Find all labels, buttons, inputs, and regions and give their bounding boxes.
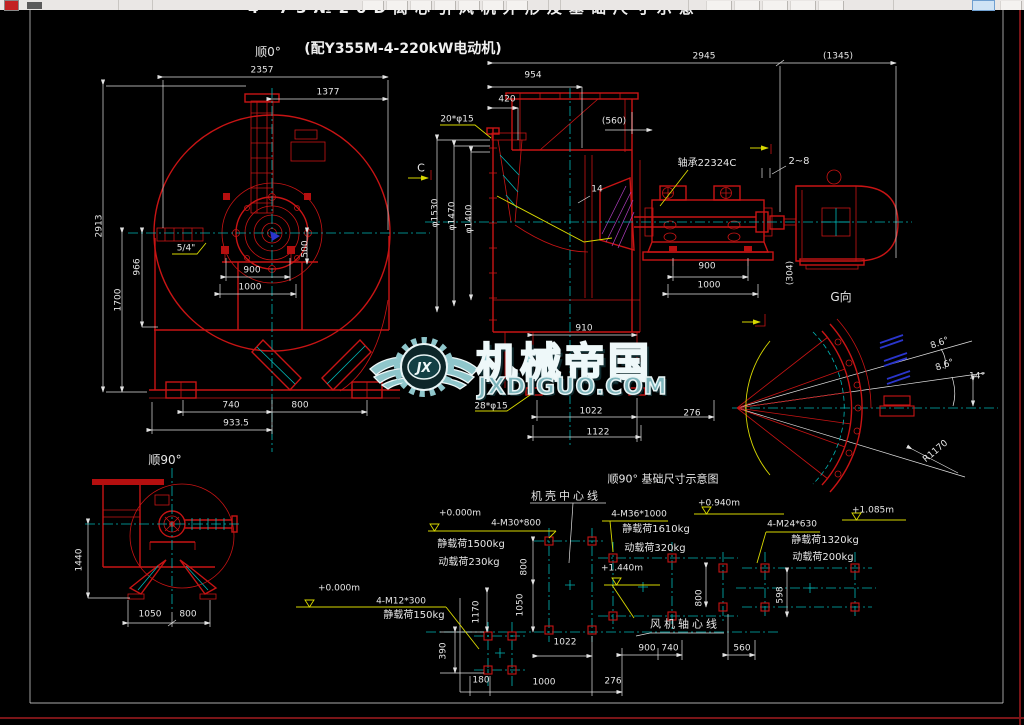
foundation-plan-drawing [296, 392, 906, 696]
toolbar-button[interactable] [790, 1, 816, 10]
toolbar-separator [560, 0, 561, 10]
cad-drawing: .r{stroke:#c81414;fill:none;stroke-width… [0, 10, 1024, 725]
toolbar-button[interactable] [434, 1, 456, 10]
toolbar-active-button[interactable] [972, 0, 995, 11]
toolbar-button[interactable] [734, 1, 760, 10]
toolbar-button[interactable] [410, 1, 432, 10]
drawing-subtitle: (配Y355M-4-220kW电动机) [304, 41, 502, 57]
front-view-drawing [100, 74, 430, 452]
toolbar-button[interactable] [386, 1, 408, 10]
g-view-drawing [732, 314, 998, 493]
toolbar-button[interactable] [706, 1, 732, 10]
toolbar-red-icon[interactable] [4, 0, 19, 11]
toolbar-separator [893, 0, 894, 10]
toolbar-button[interactable] [458, 1, 480, 10]
watermark-logo-icon: JX [369, 337, 479, 397]
toolbar-button[interactable] [506, 1, 528, 10]
watermark: JX 机械帝国 JXDIGUO.COM [368, 327, 668, 407]
toolbar-separator [152, 0, 153, 10]
toolbar-button[interactable] [762, 1, 788, 10]
toolbar-dark-icon[interactable] [27, 2, 42, 9]
side-section-drawing [408, 59, 912, 445]
toolbar-separator [548, 0, 549, 10]
toolbar-button[interactable] [1000, 1, 1022, 10]
toolbar-separator [688, 0, 689, 10]
toolbar-separator [118, 0, 119, 10]
watermark-brand-zh: 机械帝国 [475, 338, 652, 388]
watermark-brand-url: JXDIGUO.COM [477, 373, 668, 401]
toolbar-button[interactable] [818, 1, 844, 10]
rot90-view-drawing [85, 468, 242, 627]
cad-canvas[interactable]: .r{stroke:#c81414;fill:none;stroke-width… [0, 10, 1024, 725]
drawing-title-clipped: 4-73№20D离心引风机外形及基础尺寸示意图 [248, 10, 700, 15]
toolbar-button[interactable] [362, 1, 384, 10]
svg-text:JX: JX [414, 361, 433, 376]
drawing-frame [0, 10, 1024, 725]
toolbar-button[interactable] [482, 1, 504, 10]
toolbar [0, 0, 1024, 11]
